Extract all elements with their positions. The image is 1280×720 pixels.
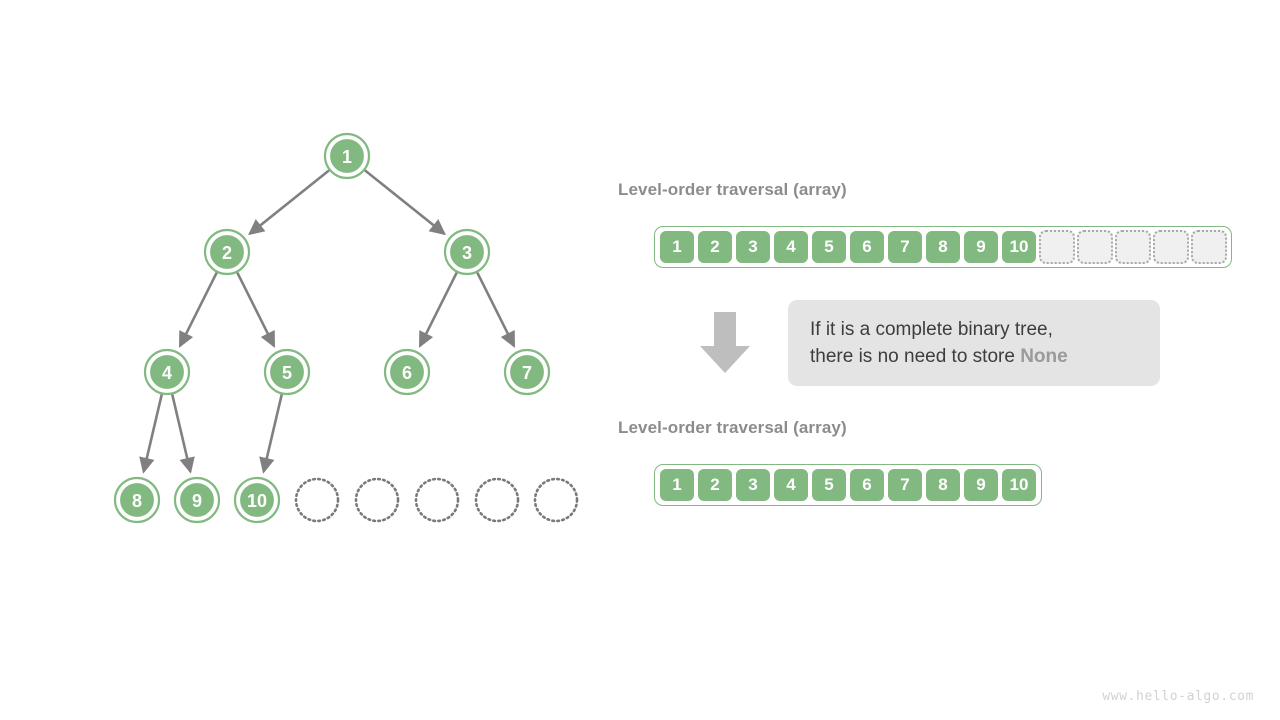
tree-edge [364,169,446,236]
bottom-array-cell[interactable]: 2 [697,468,733,502]
top-array-cell[interactable]: 5 [811,230,847,264]
bottom-array-cell[interactable]: 4 [773,468,809,502]
bottom-array-cell[interactable]: 8 [925,468,961,502]
tree-edge [170,394,195,474]
empty-node-outline [533,477,579,523]
node-halo-ring [443,228,491,276]
node-label: 2 [222,243,232,263]
bottom-array-cell[interactable]: 3 [735,468,771,502]
tree-edge [259,394,284,474]
top-array-cell[interactable]: 2 [697,230,733,264]
empty-node-outline [294,477,340,523]
node-label: 8 [132,491,142,511]
node-label: 7 [522,363,532,383]
tree-edge [178,271,218,348]
bottom-array-cell[interactable]: 10 [1001,468,1037,502]
top-array-empty-cell[interactable] [1153,230,1189,264]
tree-edge-group [139,169,516,474]
node-halo-ring [143,348,191,396]
top-array-cell[interactable]: 10 [1001,230,1037,264]
note-callout: If it is a complete binary tree, there i… [788,300,1160,386]
node-halo-ring [203,228,251,276]
node-label: 6 [402,363,412,383]
tree-node-empty[interactable] [414,477,460,523]
down-arrow-icon [700,312,750,373]
top-array-cell[interactable]: 4 [773,230,809,264]
top-array-empty-cell[interactable] [1115,230,1151,264]
tree-node-empty[interactable] [294,477,340,523]
bottom-array-cell[interactable]: 5 [811,468,847,502]
bottom-array-cell[interactable]: 9 [963,468,999,502]
node-halo-ring [383,348,431,396]
node-disc [447,232,487,272]
node-disc [237,480,277,520]
node-disc [207,232,247,272]
tree-node[interactable]: 4 [143,348,191,396]
top-array-cell[interactable]: 9 [963,230,999,264]
empty-node-outline [354,477,400,523]
top-array-cell[interactable]: 3 [735,230,771,264]
node-label: 3 [462,243,472,263]
note-line-2-prefix: there is no need to store [810,346,1021,367]
tree-edge [248,169,330,236]
bottom-array-cell[interactable]: 1 [659,468,695,502]
tree-node-empty[interactable] [474,477,520,523]
node-disc [507,352,547,392]
node-halo-ring [263,348,311,396]
tree-edge [236,271,276,348]
node-disc [177,480,217,520]
top-array-empty-cell[interactable] [1039,230,1075,264]
node-disc [327,136,367,176]
node-disc [117,480,157,520]
top-array-empty-cell[interactable] [1077,230,1113,264]
note-line-2: there is no need to store None [810,343,1138,370]
node-halo-ring [233,476,281,524]
bottom-array-cell[interactable]: 7 [887,468,923,502]
tree-edge [418,271,458,348]
tree-edge [139,394,164,474]
tree-node[interactable]: 6 [383,348,431,396]
top-array-cell[interactable]: 7 [887,230,923,264]
top-array-empty-cell[interactable] [1191,230,1227,264]
bottom-array-heading: Level-order traversal (array) [618,418,847,437]
bottom-array-cell[interactable]: 6 [849,468,885,502]
top-array-heading: Level-order traversal (array) [618,180,847,199]
node-label: 5 [282,363,292,383]
node-label: 9 [192,491,202,511]
tree-node[interactable]: 8 [113,476,161,524]
note-line-1: If it is a complete binary tree, [810,319,1053,340]
tree-node-empty[interactable] [354,477,400,523]
tree-node[interactable]: 3 [443,228,491,276]
node-halo-ring [323,132,371,180]
site-watermark: www.hello-algo.com [1102,689,1254,704]
node-disc [387,352,427,392]
tree-node[interactable]: 1 [323,132,371,180]
node-label: 10 [247,491,267,511]
node-label: 1 [342,147,352,167]
tree-node[interactable]: 5 [263,348,311,396]
node-halo-ring [173,476,221,524]
tree-node-group: 1 2 3 4 5 6 7 8 9 10 [113,132,579,524]
node-label: 4 [162,363,172,383]
tree-node[interactable]: 7 [503,348,551,396]
top-array-cell[interactable]: 1 [659,230,695,264]
top-array-cell[interactable]: 6 [849,230,885,264]
none-keyword: None [1020,346,1068,367]
node-disc [267,352,307,392]
node-halo-ring [113,476,161,524]
empty-node-outline [414,477,460,523]
tree-node[interactable]: 2 [203,228,251,276]
empty-node-outline [474,477,520,523]
node-disc [147,352,187,392]
node-halo-ring [503,348,551,396]
tree-node[interactable]: 10 [233,476,281,524]
top-array-cell[interactable]: 8 [925,230,961,264]
tree-node[interactable]: 9 [173,476,221,524]
binary-tree-graphic: 1 2 3 4 5 6 7 8 9 10 [113,132,579,524]
tree-edge [476,271,516,348]
tree-node-empty[interactable] [533,477,579,523]
